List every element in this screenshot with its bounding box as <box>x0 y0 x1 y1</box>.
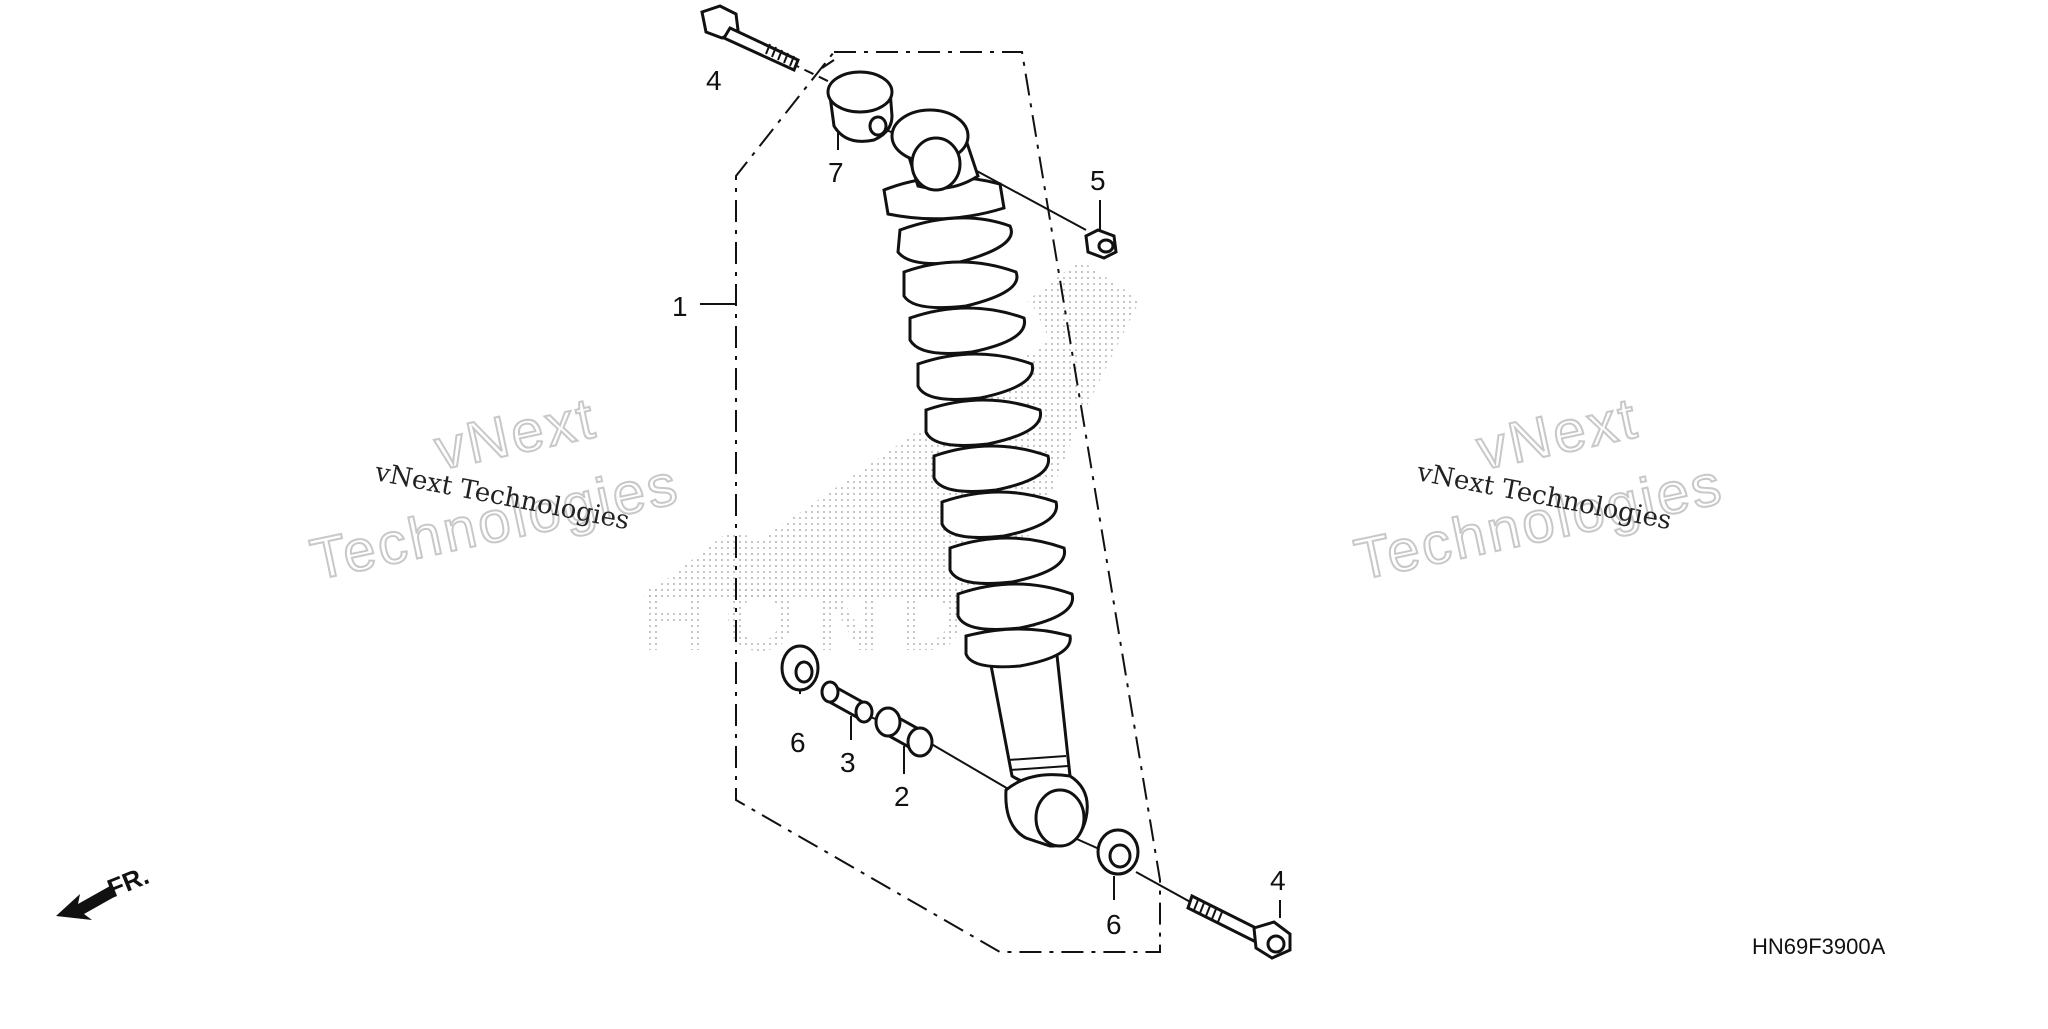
callout-3: 3 <box>840 747 856 778</box>
callout-4-upper: 4 <box>706 65 722 96</box>
callout-6-right: 6 <box>1106 909 1122 940</box>
callout-5: 5 <box>1090 165 1106 196</box>
watermark-left: vNext Technologies vNext Technologies <box>304 384 686 594</box>
collar-2 <box>874 706 934 758</box>
callout-4-lower: 4 <box>1270 865 1286 896</box>
assembly-outline <box>735 51 1161 953</box>
watermark-left-big-1: vNext <box>429 385 602 483</box>
bolt-lower <box>1186 893 1292 960</box>
bushing-3 <box>820 680 874 724</box>
watermark-right-big-2: Technologies <box>1349 451 1729 592</box>
bolt-upper <box>700 4 800 73</box>
collar-7 <box>826 70 894 143</box>
watermark-right: vNext Technologies vNext Technologies <box>1348 384 1730 594</box>
callout-7: 7 <box>828 157 844 188</box>
diagram-code: HN69F3900A <box>1752 934 1886 959</box>
callout-6-left: 6 <box>790 727 806 758</box>
dust-seal-6-right <box>1096 828 1140 876</box>
dust-seal-6-left <box>780 644 820 692</box>
front-direction-arrow-icon <box>56 886 116 920</box>
callout-1: 1 <box>672 291 688 322</box>
shock-absorber <box>882 108 1089 848</box>
watermark-right-big-1: vNext <box>1471 385 1644 483</box>
callout-2: 2 <box>894 781 910 812</box>
spring-coil <box>896 216 1075 669</box>
nut-5 <box>1084 228 1118 260</box>
